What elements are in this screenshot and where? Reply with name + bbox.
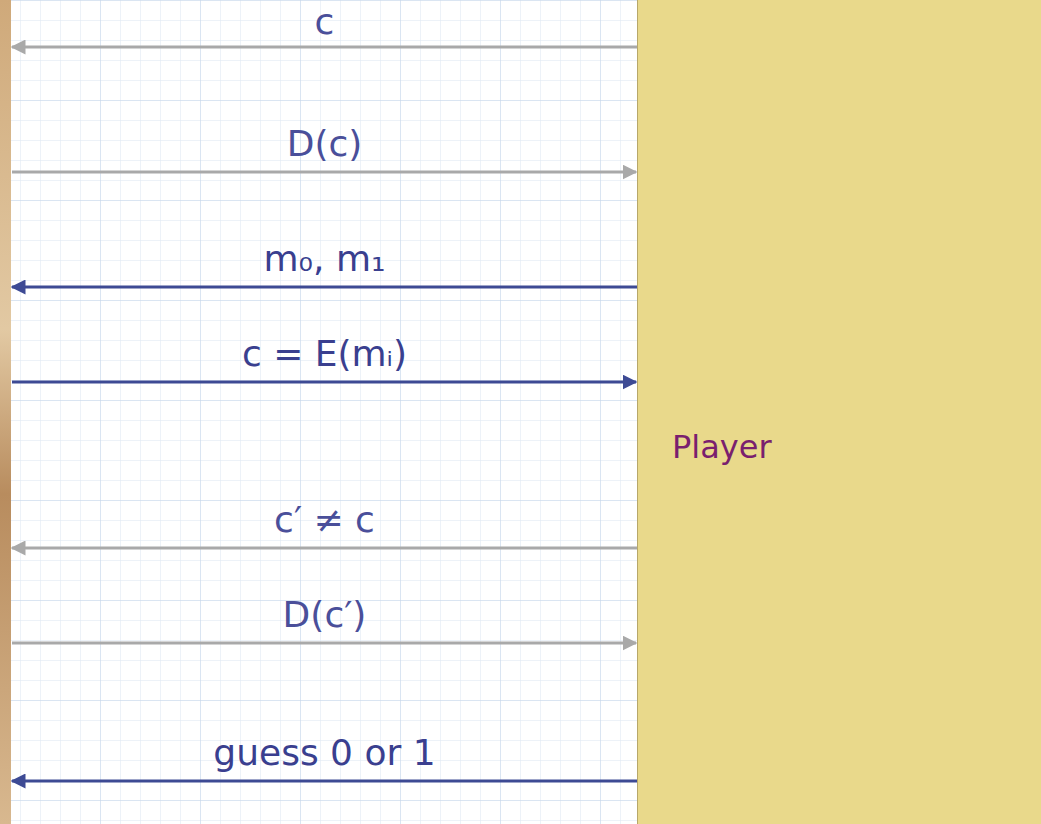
oracle-picture — [0, 0, 11, 824]
message-label: m₀, m₁ — [264, 239, 386, 279]
message-label: guess 0 or 1 — [213, 733, 435, 773]
message-arrow — [12, 780, 637, 783]
message-label: D(c) — [287, 124, 363, 164]
player-box: Player — [637, 0, 1041, 824]
message-label: c = E(mᵢ) — [242, 334, 407, 374]
message-arrow — [12, 642, 636, 645]
message-label: c′ ≠ c — [274, 500, 375, 540]
player-label: Player — [672, 428, 772, 466]
message-arrow — [12, 46, 637, 49]
message-arrow — [12, 381, 636, 384]
message-arrow — [12, 286, 637, 289]
message-label: D(c′) — [283, 595, 367, 635]
message-arrow — [12, 171, 636, 174]
message-label: c — [315, 2, 335, 42]
message-arrow — [12, 547, 637, 550]
